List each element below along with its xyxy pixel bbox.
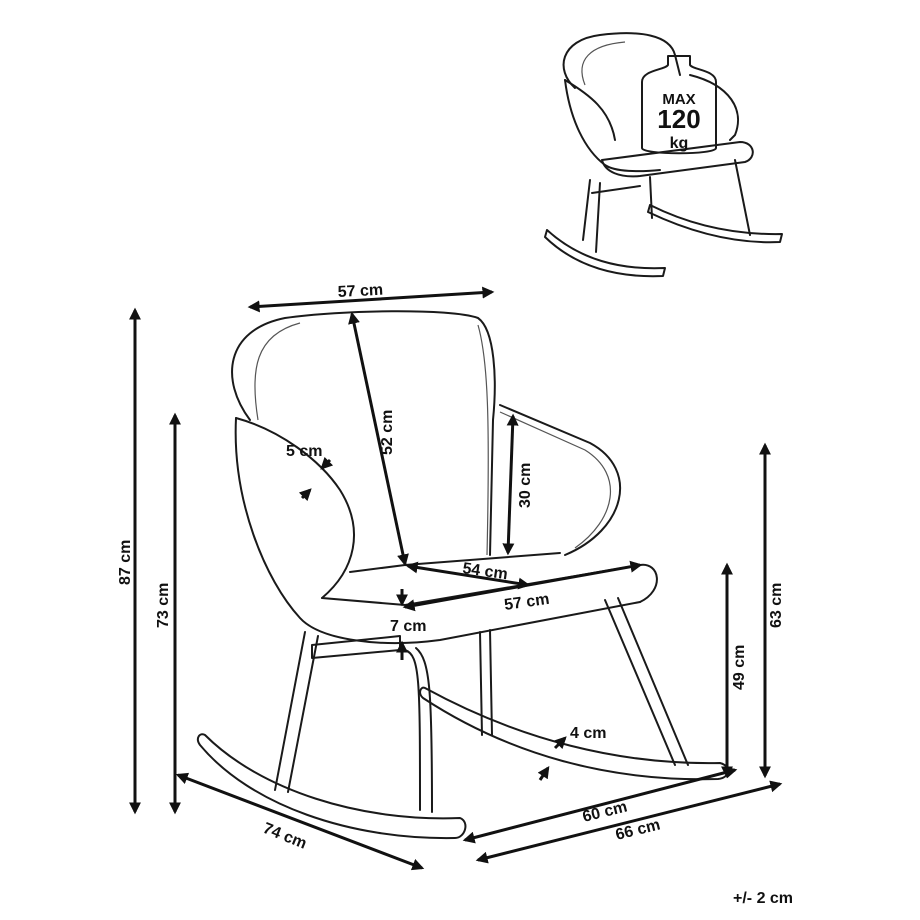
- label-arm-height-side: 63 cm: [768, 583, 785, 628]
- label-armrest-total-height: 73 cm: [155, 583, 172, 628]
- label-back-width: 57 cm: [337, 282, 383, 301]
- weight-unit: kg: [670, 135, 689, 152]
- tolerance-note: +/- 2 cm: [733, 890, 793, 907]
- weight-value: 120: [657, 104, 700, 134]
- label-seat-thickness: 7 cm: [390, 618, 426, 635]
- label-rocker-width: 60 cm: [581, 798, 629, 825]
- dimension-lines: [129, 286, 783, 871]
- label-armrest-height: 30 cm: [517, 463, 534, 508]
- label-total-height: 87 cm: [117, 540, 134, 585]
- thumbnail-chair: MAX 120 kg: [544, 32, 783, 278]
- label-rocker-thickness: 4 cm: [570, 725, 606, 742]
- label-total-width: 66 cm: [614, 816, 662, 843]
- weight-max-label: MAX: [662, 91, 695, 108]
- label-seat-height: 49 cm: [731, 645, 748, 690]
- label-back-height: 52 cm: [379, 410, 396, 455]
- weight-icon: [641, 55, 717, 155]
- label-seat-depth: 54 cm: [461, 560, 508, 583]
- label-seat-width: 57 cm: [503, 591, 550, 614]
- dimension-labels: 57 cm 52 cm 30 cm 5 cm 54 cm 57 cm 7 cm …: [117, 282, 793, 907]
- label-frame-thickness: 5 cm: [286, 443, 322, 460]
- label-total-depth: 74 cm: [261, 820, 309, 853]
